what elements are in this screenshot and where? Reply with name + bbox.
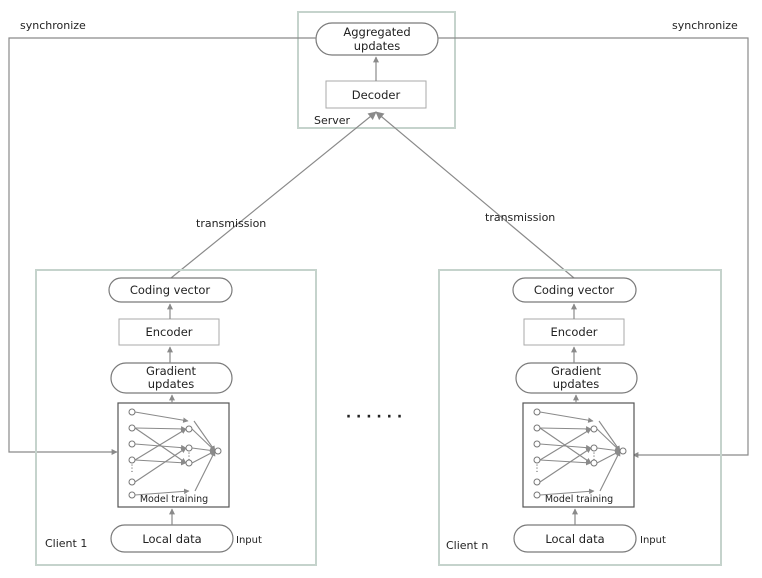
client1-panel: Coding vector Encoder Gradient updates ⋮…	[35, 269, 317, 566]
clientn-model-training-label: Model training	[545, 494, 613, 505]
clientn-gradient-line2: updates	[553, 377, 600, 391]
aggregated-updates-line1: Aggregated	[343, 25, 410, 39]
decoder-box	[325, 80, 427, 109]
nn-node	[185, 444, 193, 452]
nn-node	[590, 459, 598, 467]
client1-coding-vector-label: Coding vector	[130, 283, 211, 297]
nn-edge	[539, 443, 592, 451]
nn-node	[590, 425, 598, 433]
nn-node	[533, 478, 541, 486]
sync-right-line	[438, 37, 749, 458]
nn-vertical-dots: ⋮	[590, 452, 599, 462]
nn-edge	[539, 411, 594, 423]
nn-node	[128, 491, 136, 499]
aggregated-updates-box	[315, 22, 439, 56]
nn-node	[128, 456, 136, 464]
server-panel: Aggregated updates Decoder Server	[297, 11, 456, 129]
sync-right-label: synchronize	[672, 19, 738, 32]
nn-node	[128, 424, 136, 432]
client1-local-data-label: Local data	[142, 532, 201, 546]
clientn-gradient-updates-box	[515, 362, 638, 394]
nn-node	[533, 440, 541, 448]
clientn-coding-vector-label: Coding vector	[534, 283, 615, 297]
nn-edge	[539, 488, 595, 496]
nn-edge	[539, 459, 592, 466]
server-label: Server	[314, 114, 351, 127]
transmission-left-line	[170, 111, 377, 279]
clientn-local-data-label: Local data	[545, 532, 604, 546]
nn-edge	[539, 428, 592, 461]
nn-node	[619, 447, 627, 455]
nn-edge	[134, 428, 187, 461]
client1-gradient-updates-box	[110, 362, 233, 394]
nn-node	[185, 425, 193, 433]
nn-node	[533, 491, 541, 499]
clientn-coding-vector-box	[512, 277, 637, 303]
nn-node	[214, 447, 222, 455]
client1-model-training-label: Model training	[140, 494, 208, 505]
nn-node	[590, 444, 598, 452]
client1-coding-vector-box	[108, 277, 233, 303]
nn-node	[533, 456, 541, 464]
nn-edge	[134, 426, 187, 432]
nn-node	[128, 408, 136, 416]
nn-vertical-dots: ⋮	[533, 464, 542, 474]
client1-gradient-line2: updates	[148, 377, 195, 391]
client1-encoder-box	[118, 318, 220, 346]
transmission-left-label: transmission	[196, 217, 266, 230]
client1-label: Client 1	[45, 537, 87, 550]
nn-edge	[134, 443, 187, 451]
sync-left-label: synchronize	[20, 19, 86, 32]
nn-node	[533, 424, 541, 432]
nn-edge	[599, 450, 621, 492]
nn-edge	[539, 426, 592, 432]
sync-left-line	[8, 37, 316, 455]
nn-edge	[134, 459, 187, 466]
nn-node	[533, 408, 541, 416]
nn-edge	[598, 420, 621, 452]
clientn-label: Client n	[446, 539, 488, 552]
nn-node	[128, 440, 136, 448]
decoder-label: Decoder	[352, 88, 401, 102]
clients-ellipsis: · · · · · ·	[346, 409, 402, 425]
client1-neural-network: ⋮⋮	[128, 408, 222, 499]
nn-edge	[194, 450, 216, 492]
clientn-encoder-label: Encoder	[550, 325, 597, 339]
nn-node	[185, 459, 193, 467]
client1-gradient-line1: Gradient	[146, 364, 197, 378]
transmission-right-line	[375, 111, 575, 279]
client1-input-label: Input	[236, 535, 262, 546]
aggregated-updates-line2: updates	[354, 39, 401, 53]
clientn-neural-network: ⋮⋮	[533, 408, 627, 499]
nn-edge	[193, 420, 216, 452]
clientn-input-label: Input	[640, 535, 666, 546]
clientn-encoder-box	[523, 318, 625, 346]
nn-edge	[134, 488, 190, 496]
nn-node	[128, 478, 136, 486]
client1-encoder-label: Encoder	[145, 325, 192, 339]
nn-edge	[134, 447, 187, 483]
clientn-gradient-line1: Gradient	[551, 364, 602, 378]
nn-edge	[134, 411, 189, 423]
sync-lines	[8, 37, 749, 458]
nn-edge	[539, 447, 592, 483]
nn-vertical-dots: ⋮	[128, 464, 137, 474]
clientn-panel: Coding vector Encoder Gradient updates ⋮…	[438, 269, 722, 566]
nn-vertical-dots: ⋮	[185, 452, 194, 462]
transmission-right-label: transmission	[485, 211, 555, 224]
